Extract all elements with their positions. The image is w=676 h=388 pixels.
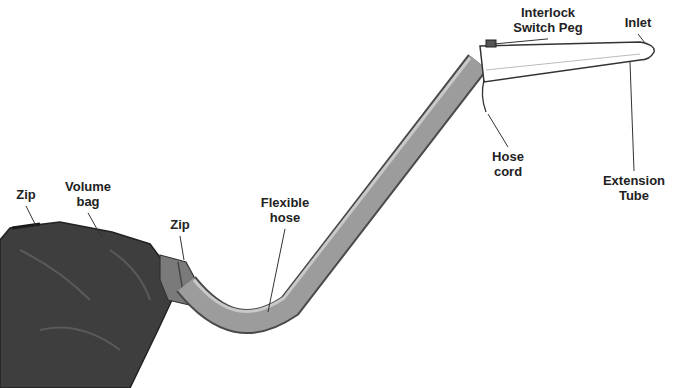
leader-line	[268, 229, 285, 312]
part-label: Inlet	[618, 16, 658, 31]
volume-bag	[0, 222, 172, 388]
part-label: Hose cord	[484, 150, 532, 180]
leader-line	[26, 206, 36, 226]
leader-line	[88, 213, 102, 238]
extension-tube	[480, 40, 654, 82]
label-holder: Inlet	[618, 16, 658, 31]
flexible-hose	[186, 58, 478, 322]
leader-line	[488, 114, 508, 147]
part-label: Zip	[6, 188, 46, 203]
leader-line	[630, 62, 634, 171]
part-label: Extension Tube	[598, 174, 670, 204]
label-holder: Interlock Switch Peg	[505, 6, 591, 36]
hose-cord	[482, 80, 486, 112]
leader-line	[638, 34, 645, 43]
label-holder: Volume bag	[58, 180, 118, 210]
leader-line	[180, 236, 184, 260]
part-label: Volume bag	[58, 180, 118, 210]
leader-line	[494, 39, 548, 44]
label-holder: Hose cord	[484, 150, 532, 180]
part-label: Flexible hose	[252, 196, 318, 226]
leader-lines	[26, 34, 645, 312]
part-label: Interlock Switch Peg	[505, 6, 591, 36]
label-holder: Zip	[160, 218, 200, 233]
label-holder: Zip	[6, 188, 46, 203]
label-holder: Flexible hose	[252, 196, 318, 226]
part-label: Zip	[160, 218, 200, 233]
label-holder: Extension Tube	[598, 174, 670, 204]
